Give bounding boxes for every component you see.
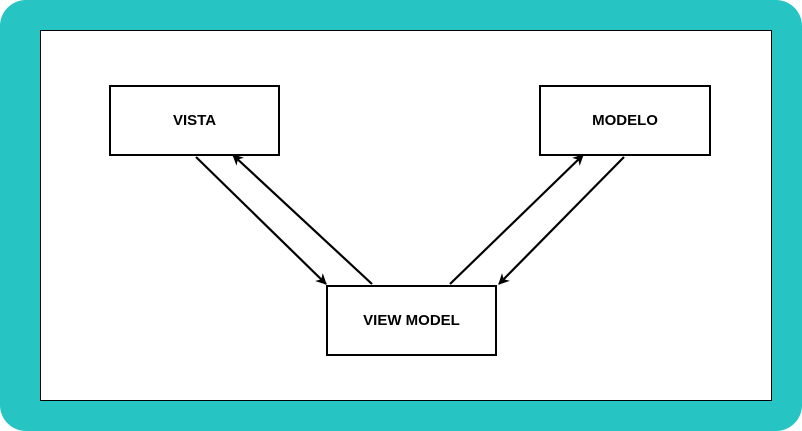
node-vista: VISTA	[109, 85, 280, 156]
node-view-model-label: VIEW MODEL	[363, 312, 460, 329]
edge-viewmodel-to-modelo	[449, 154, 584, 285]
node-view-model: VIEW MODEL	[326, 285, 497, 356]
edge-vista-to-viewmodel	[195, 156, 327, 285]
node-vista-label: VISTA	[172, 112, 217, 129]
node-modelo: MODELO	[539, 85, 711, 156]
edge-viewmodel-to-vista	[232, 154, 373, 285]
edge-modelo-to-viewmodel	[498, 156, 625, 285]
node-modelo-label: MODELO	[592, 112, 658, 129]
